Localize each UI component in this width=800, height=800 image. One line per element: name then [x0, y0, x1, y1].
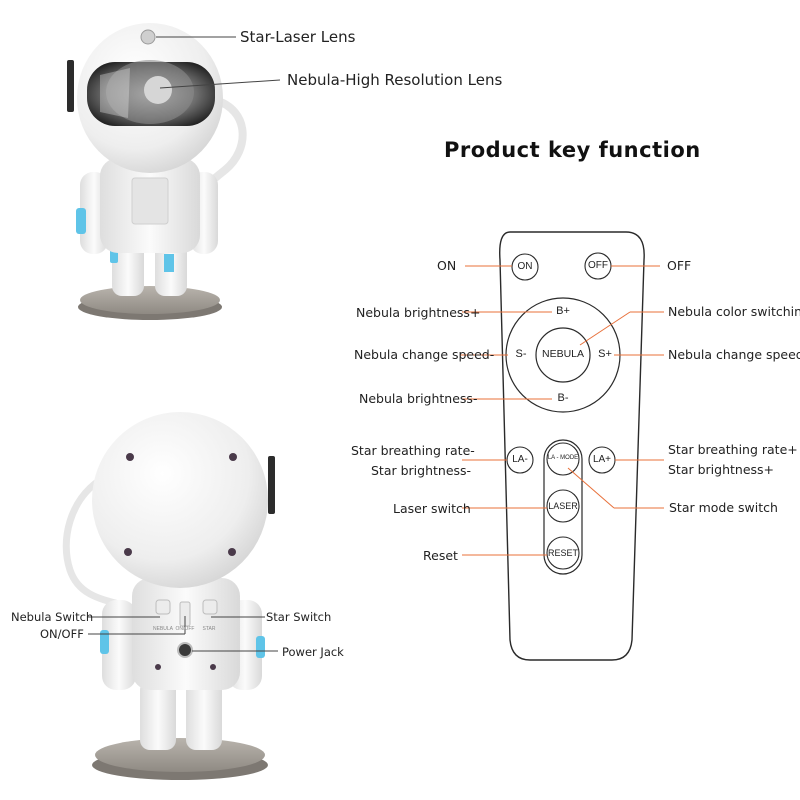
device-star-text: STAR — [202, 626, 216, 632]
remote-leader-lines — [460, 265, 664, 556]
astronaut-front-image — [67, 23, 247, 320]
label-nebula-change-speed-plus: Nebula change speed+ — [668, 347, 800, 362]
label-star-breathing-rate-minus: Star breathing rate- — [351, 443, 475, 458]
label-reset: Reset — [423, 548, 458, 563]
on-button[interactable] — [511, 253, 539, 281]
la-mode-button-text: LA - MODE — [547, 455, 579, 461]
label-power-jack: Power Jack — [282, 645, 344, 659]
nebula-lens-label: Nebula-High Resolution Lens — [287, 71, 503, 89]
la-minus-button-text: LA- — [512, 454, 528, 465]
label-star-switch: Star Switch — [266, 610, 332, 624]
on-button-text: ON — [517, 261, 533, 272]
label-on-off: ON/OFF — [40, 627, 84, 641]
device-leader-lines — [88, 36, 281, 652]
reset-button[interactable] — [546, 536, 580, 570]
la-mode-button[interactable] — [546, 442, 580, 476]
remote-buttons — [506, 252, 616, 575]
label-on: ON — [437, 258, 457, 273]
label-star-mode-switch: Star mode switch — [669, 500, 778, 515]
label-star-brightness-minus: Star brightness- — [371, 463, 472, 478]
off-button-text: OFF — [588, 260, 608, 271]
device-onoff-text: ON/OFF — [175, 626, 195, 632]
label-nebula-switch: Nebula Switch — [11, 610, 94, 624]
reset-button-text: RESET — [547, 548, 578, 558]
label-nebula-brightness-minus: Nebula brightness- — [359, 391, 478, 406]
laser-button[interactable] — [546, 489, 580, 523]
astronaut-back-image — [62, 412, 275, 780]
label-nebula-color-switching: Nebula color switching — [668, 304, 800, 319]
label-star-breathing-rate-plus: Star breathing rate+ — [668, 442, 798, 457]
label-laser-switch: Laser switch — [393, 501, 471, 516]
page-title: Product key function — [444, 138, 701, 162]
s-plus-button[interactable]: S+ — [598, 348, 612, 360]
nebula-button[interactable]: NEBULA — [541, 348, 584, 360]
b-plus-button[interactable]: B+ — [556, 305, 570, 317]
s-minus-button[interactable]: S- — [515, 348, 527, 360]
label-star-brightness-plus: Star brightness+ — [668, 462, 775, 477]
label-nebula-change-speed-minus: Nebula change speed- — [354, 347, 495, 362]
star-laser-lens-label: Star-Laser Lens — [240, 28, 356, 46]
label-off: OFF — [667, 258, 692, 273]
b-minus-button[interactable]: B- — [557, 392, 569, 404]
device-nebula-text: NEBULA — [152, 626, 173, 632]
laser-button-text: LASER — [548, 501, 578, 511]
label-nebula-brightness-plus: Nebula brightness+ — [356, 305, 481, 320]
la-plus-button-text: LA+ — [592, 454, 612, 465]
